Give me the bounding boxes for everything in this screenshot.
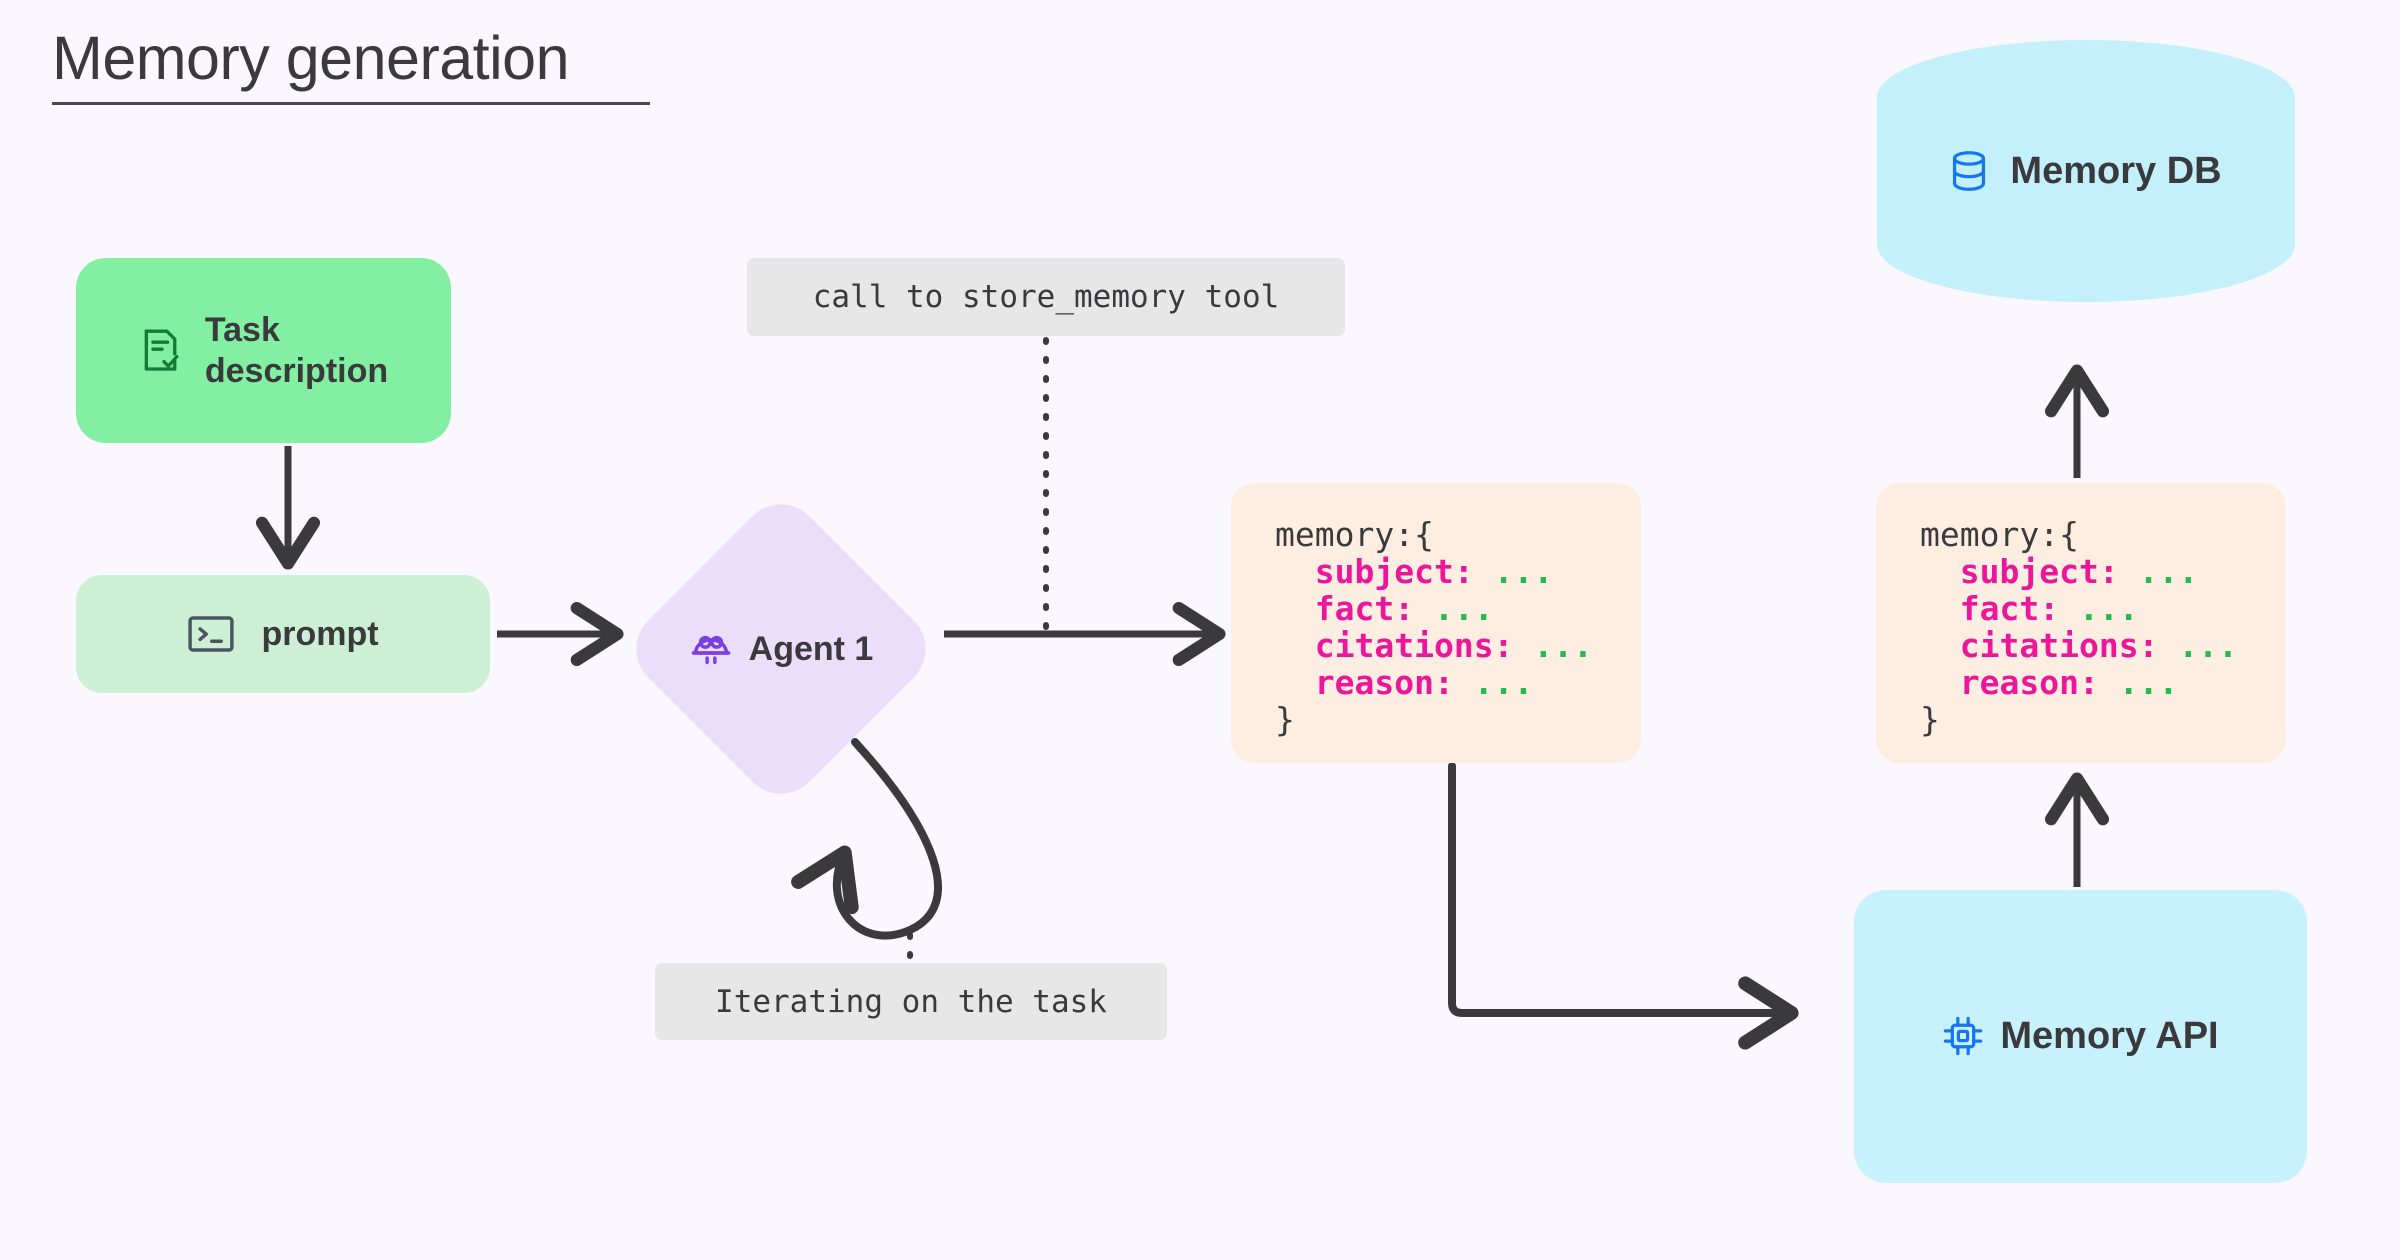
edge-memory-to-api <box>1448 762 1799 1050</box>
memory-close-brace: } <box>1920 700 1940 739</box>
annotation-tool-call: call to store_memory tool <box>747 258 1345 336</box>
memory-key-reason: reason: <box>1959 663 2099 702</box>
memory-key-citations: citations: <box>1959 626 2159 665</box>
page-title: Memory generation <box>52 24 570 92</box>
annotation-iterating-text: Iterating on the task <box>715 983 1107 1020</box>
memory-object-code: memory:{ subject: ... fact: ... citation… <box>1876 483 2286 738</box>
memory-open-brace: memory:{ <box>1275 515 1434 554</box>
memory-key-subject: subject: <box>1959 552 2119 591</box>
node-task-description-label: Task description <box>204 311 389 390</box>
memory-value-citations: ... <box>2178 626 2238 665</box>
memory-object-card: memory:{ subject: ... fact: ... citation… <box>1231 483 1641 763</box>
terminal-icon <box>187 614 235 654</box>
title-block: Memory generation <box>52 24 650 106</box>
memory-key-fact: fact: <box>1314 589 1415 628</box>
memory-value-subject: ... <box>1493 552 1554 591</box>
memory-object-card: memory:{ subject: ... fact: ... citation… <box>1876 483 2286 763</box>
chip-icon <box>1942 1015 1984 1057</box>
memory-value-reason: ... <box>1473 663 1534 702</box>
memory-object-code: memory:{ subject: ... fact: ... citation… <box>1231 483 1641 738</box>
node-memory-db[interactable]: Memory DB <box>1877 40 2295 302</box>
memory-value-fact: ... <box>2078 589 2139 628</box>
annotation-tool-call-text: call to store_memory tool <box>812 279 1280 315</box>
memory-open-brace: memory:{ <box>1920 515 2079 554</box>
annotation-iterating: Iterating on the task <box>655 963 1167 1040</box>
robot-icon <box>689 627 733 671</box>
node-memory-db-label: Memory DB <box>2010 149 2222 192</box>
memory-close-brace: } <box>1275 700 1295 739</box>
memory-value-citations: ... <box>1533 626 1593 665</box>
node-agent-1[interactable]: Agent 1 <box>619 487 943 811</box>
memory-value-reason: ... <box>2118 663 2179 702</box>
title-underline <box>52 102 650 106</box>
memory-key-reason: reason: <box>1314 663 1454 702</box>
node-task-description[interactable]: Task description <box>76 258 451 443</box>
node-agent-1-label: Agent 1 <box>748 629 874 668</box>
database-icon <box>1950 150 1988 192</box>
memory-value-subject: ... <box>2138 552 2199 591</box>
node-memory-api[interactable]: Memory API <box>1854 890 2307 1183</box>
memory-key-subject: subject: <box>1314 552 1474 591</box>
document-check-icon <box>139 326 183 376</box>
memory-value-fact: ... <box>1433 589 1494 628</box>
node-prompt[interactable]: prompt <box>76 575 490 693</box>
memory-key-fact: fact: <box>1959 589 2060 628</box>
node-memory-api-label: Memory API <box>2000 1015 2219 1058</box>
node-prompt-label: prompt <box>261 614 379 653</box>
memory-key-citations: citations: <box>1314 626 1514 665</box>
